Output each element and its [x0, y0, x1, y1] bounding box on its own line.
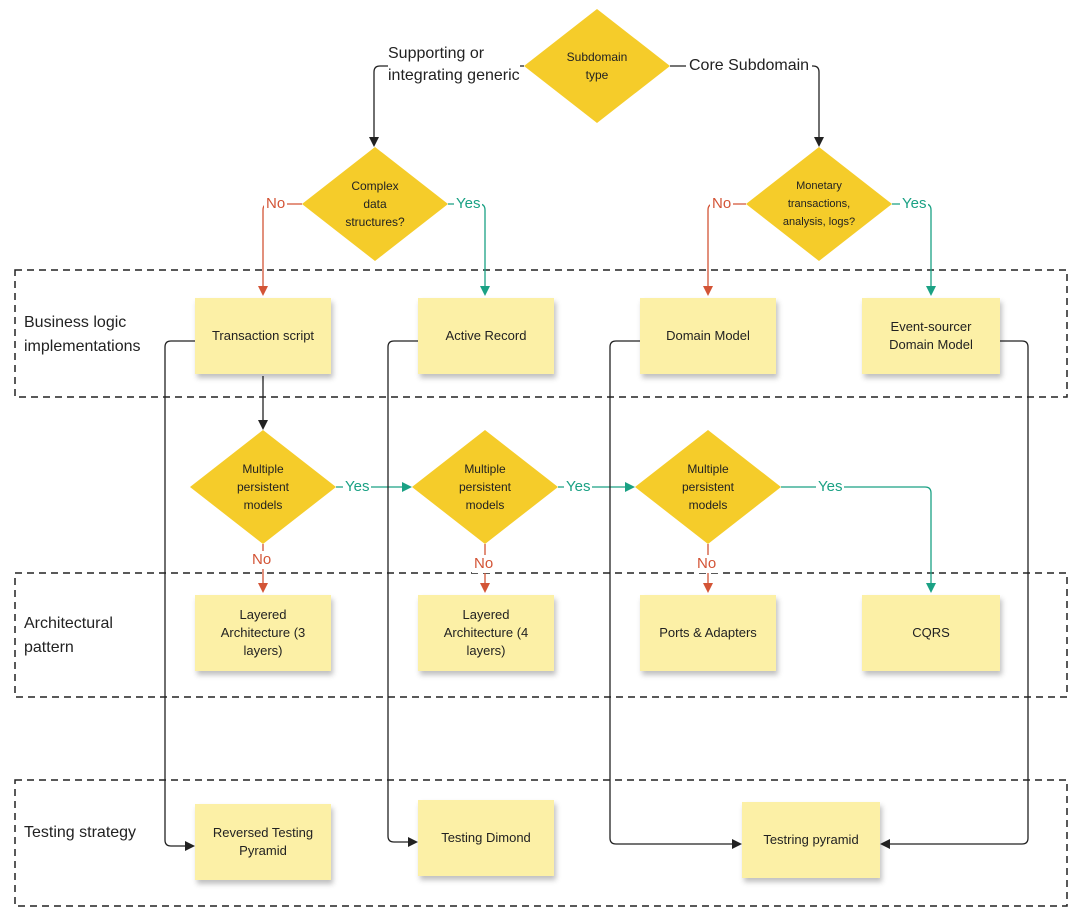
branch-multi2-no-label: No	[472, 555, 496, 573]
branch-multi1-no-label: No	[250, 551, 274, 569]
note-layered-3: Layered Architecture (3 layers)	[195, 595, 331, 671]
edge-monetary-no	[703, 203, 746, 296]
note-testing-diamond: Testing Dimond	[418, 800, 554, 876]
lane-testing-frame	[14, 779, 1068, 907]
note-transaction-script: Transaction script	[195, 298, 331, 374]
note-reversed-testing-pyramid: Reversed Testing Pyramid	[195, 804, 331, 880]
lane-label-business: Business logic implementations	[24, 314, 141, 355]
edge-es-to-testing	[880, 340, 1029, 849]
branch-complex-yes-label: Yes	[454, 195, 483, 213]
note-cqrs: CQRS	[862, 595, 1000, 671]
decision-subdomain-label: Subdomain type	[566, 50, 628, 82]
note-ports-adapters: Ports & Adapters	[640, 595, 776, 671]
decision-complex-diamond	[302, 147, 448, 261]
decision-complex-label: Complex data structures?	[345, 179, 405, 229]
branch-multi3-yes-label: Yes	[816, 478, 845, 496]
decision-multi-3-label: Multiple persistent models	[681, 462, 735, 512]
decision-multi-3-diamond	[635, 430, 781, 544]
edge-multi3-yes	[781, 486, 936, 593]
edge-dm-to-testing	[609, 340, 742, 849]
branch-supporting-label: Supporting or integrating generic	[388, 43, 520, 87]
branch-monetary-yes-label: Yes	[900, 195, 929, 213]
note-active-record: Active Record	[418, 298, 554, 374]
lane-label-testing: Testing strategy	[24, 824, 137, 841]
lane-label-architecture: Architectural pattern	[24, 615, 113, 656]
note-testing-pyramid: Testring pyramid	[742, 802, 880, 878]
note-event-sourced-domain-model: Event-sourcer Domain Model	[862, 298, 1000, 374]
lane-business-frame	[14, 269, 1068, 398]
branch-multi3-no-label: No	[695, 555, 719, 573]
edge-monetary-yes	[892, 203, 936, 296]
edge-complex-no	[258, 203, 302, 296]
edge-core	[670, 65, 824, 147]
decision-monetary-diamond	[746, 147, 892, 261]
edge-complex-yes	[448, 203, 490, 296]
decision-multi-2-label: Multiple persistent models	[458, 462, 512, 512]
decision-multi-1-label: Multiple persistent models	[236, 462, 290, 512]
decision-subdomain-diamond	[524, 9, 670, 123]
note-layered-4: Layered Architecture (4 layers)	[418, 595, 554, 671]
branch-monetary-no-label: No	[710, 195, 734, 213]
edge-ts-to-testing	[164, 340, 195, 851]
edge-ar-to-testing	[387, 340, 418, 847]
branch-core-label: Core Subdomain	[686, 55, 813, 77]
note-domain-model: Domain Model	[640, 298, 776, 374]
branch-multi2-yes-label: Yes	[564, 478, 593, 496]
decision-multi-1-diamond	[190, 430, 336, 544]
edge-supporting	[369, 65, 524, 147]
branch-complex-no-label: No	[264, 195, 288, 213]
decision-monetary-label: Monetary transactions, analysis, logs?	[782, 180, 856, 228]
decision-multi-2-diamond	[412, 430, 558, 544]
branch-multi1-yes-label: Yes	[343, 478, 372, 496]
